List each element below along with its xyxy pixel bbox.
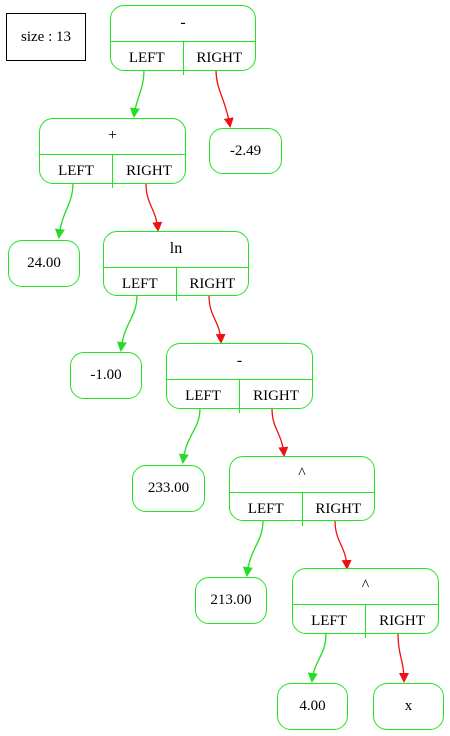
- operator-node-ln: ln LEFT RIGHT: [103, 231, 249, 301]
- edge-left: [242, 519, 264, 577]
- operator-label: ln: [104, 232, 248, 268]
- operator-node-minus-root: - LEFT RIGHT: [110, 5, 256, 75]
- right-port: RIGHT: [189, 276, 236, 292]
- edge-right: [208, 294, 226, 344]
- leaf-node-neg-2-49: -2.49: [209, 128, 282, 174]
- left-port: LEFT: [230, 493, 303, 526]
- right-port: RIGHT: [253, 388, 299, 404]
- edge-left: [307, 632, 327, 683]
- right-port: RIGHT: [315, 501, 362, 517]
- edge-right: [334, 519, 352, 570]
- leaf-node-x: x: [373, 683, 444, 730]
- leaf-node-233: 233.00: [132, 465, 205, 512]
- left-port: LEFT: [293, 605, 366, 638]
- leaf-node-213: 213.00: [195, 577, 267, 624]
- edge-left: [129, 69, 145, 118]
- right-port: RIGHT: [196, 50, 243, 66]
- edge-right: [215, 69, 234, 128]
- left-port: LEFT: [104, 268, 177, 301]
- size-label: size : 13: [6, 13, 86, 61]
- left-port: LEFT: [40, 155, 113, 188]
- right-port: RIGHT: [379, 613, 425, 629]
- right-port: RIGHT: [126, 163, 172, 179]
- operator-label: ^: [230, 457, 374, 493]
- operator-node-power-inner: ^ LEFT RIGHT: [292, 568, 439, 638]
- operator-label: +: [40, 119, 185, 155]
- leaf-node-neg-1: -1.00: [70, 352, 142, 399]
- operator-label: ^: [293, 569, 438, 605]
- edge-left: [54, 182, 74, 239]
- edge-right: [271, 407, 289, 457]
- leaf-node-24: 24.00: [8, 240, 80, 287]
- edge-left: [178, 407, 201, 464]
- edge-left: [116, 294, 138, 352]
- edge-right: [145, 182, 163, 232]
- operator-node-minus-inner: - LEFT RIGHT: [166, 343, 313, 413]
- operator-node-power-outer: ^ LEFT RIGHT: [229, 456, 375, 526]
- left-port: LEFT: [167, 380, 240, 413]
- leaf-node-4: 4.00: [277, 683, 348, 730]
- edge-right: [397, 632, 409, 683]
- operator-label: -: [111, 6, 255, 42]
- operator-label: -: [167, 344, 312, 380]
- operator-node-plus: + LEFT RIGHT: [39, 118, 186, 188]
- left-port: LEFT: [111, 42, 184, 75]
